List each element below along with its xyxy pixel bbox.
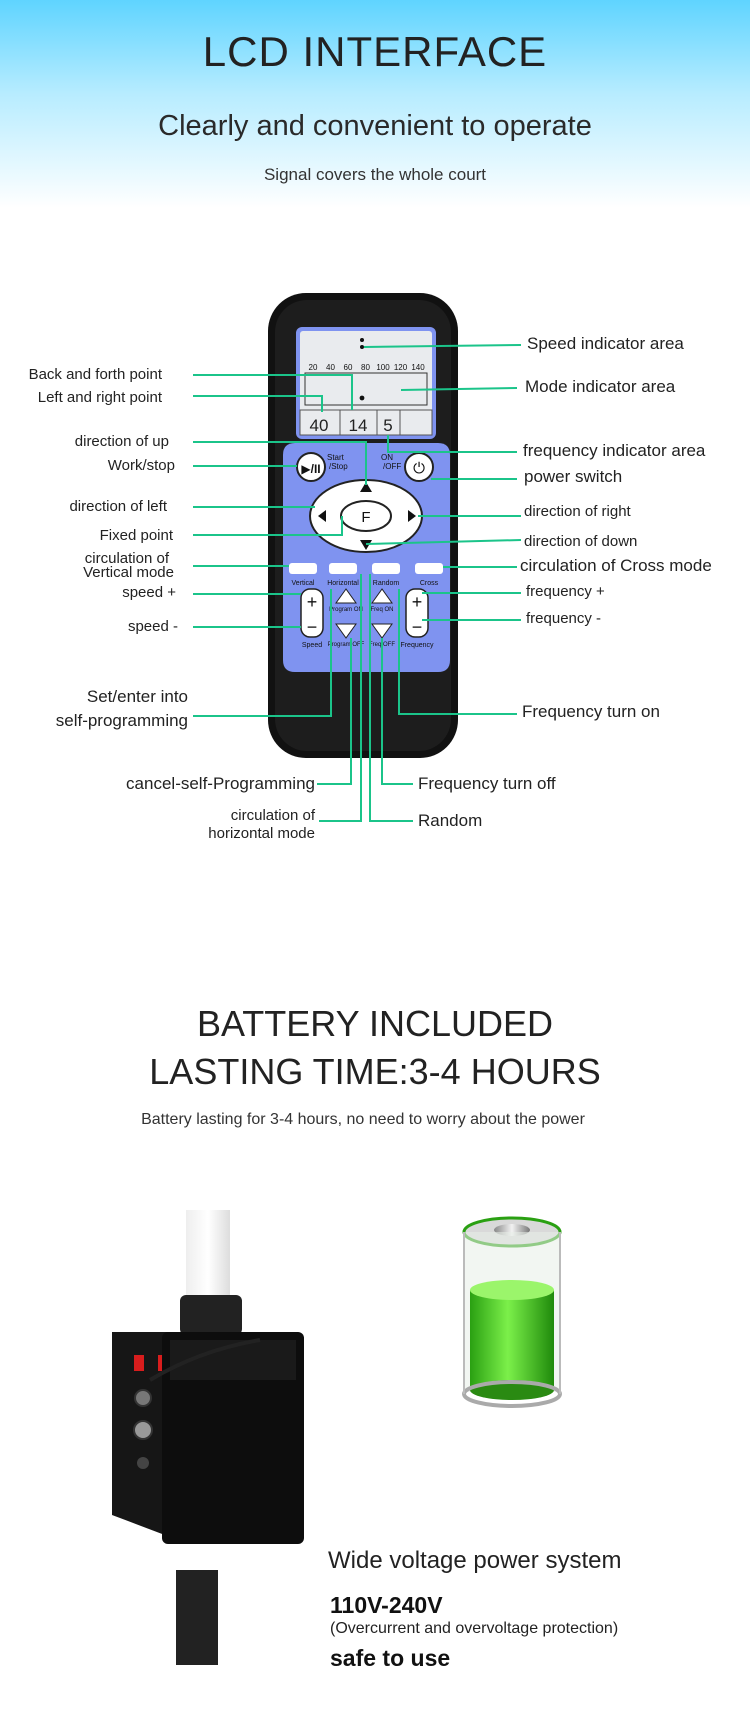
horizontal-mode-button[interactable]: [329, 563, 357, 574]
label-power-switch: power switch: [524, 467, 623, 486]
voltage-system-title: Wide voltage power system: [328, 1547, 622, 1574]
svg-text:/OFF: /OFF: [383, 462, 401, 471]
frequency-plus-button[interactable]: +: [412, 592, 423, 612]
cross-mode-button[interactable]: [415, 563, 443, 574]
lcd-scale-tick: 40: [326, 363, 335, 372]
label-speed-indicator-area: Speed indicator area: [527, 334, 684, 353]
freq-on-button[interactable]: [371, 588, 393, 604]
label-direction-left: direction of left: [69, 498, 167, 515]
power-socket-icon: [134, 1389, 152, 1407]
lcd-section-title: LCD INTERFACE: [202, 28, 548, 75]
lcd-scale-tick: 140: [411, 363, 425, 372]
battery-pack: [162, 1332, 304, 1544]
battery-charge-level-icon: [470, 1290, 554, 1390]
arrow-down-icon[interactable]: [360, 540, 372, 550]
svg-text:Speed: Speed: [302, 642, 322, 649]
label-frequency-indicator-area: frequency indicator area: [523, 441, 706, 460]
safe-to-use: safe to use: [330, 1645, 451, 1671]
lcd-scale-tick: 20: [309, 363, 318, 372]
label-frequency-plus: frequency +: [526, 583, 605, 600]
label-set-enter-1: Set/enter into: [86, 687, 188, 706]
frequency-minus-button[interactable]: −: [412, 617, 423, 637]
vertical-mode-button[interactable]: [289, 563, 317, 574]
speed-plus-button[interactable]: +: [307, 592, 318, 612]
program-off-button[interactable]: [335, 623, 357, 639]
frequency-stepper[interactable]: [405, 588, 429, 638]
label-cancel-self-programming: cancel-self-Programming: [126, 774, 315, 793]
label-direction-down: direction of down: [524, 533, 638, 550]
random-mode-button[interactable]: [372, 563, 400, 574]
pole-clamp: [180, 1295, 242, 1335]
battery-title-line2: LASTING TIME:3-4 HOURS: [149, 1051, 601, 1092]
arrow-right-icon[interactable]: [408, 510, 416, 522]
label-frequency-turn-off: Frequency turn off: [418, 774, 556, 793]
label-back-forth-point: Back and forth point: [28, 366, 162, 383]
voltage-range: 110V-240V: [330, 1592, 443, 1618]
svg-text:Vertical: Vertical: [292, 580, 315, 587]
lcd-scale-tick: 60: [344, 363, 353, 372]
battery-title-line1: BATTERY INCLUDED: [196, 1003, 554, 1044]
label-circulation-horizontal-2: horizontal mode: [208, 825, 315, 842]
svg-text:Random: Random: [373, 580, 400, 587]
label-direction-right: direction of right: [524, 503, 631, 520]
svg-text:▶/II: ▶/II: [301, 462, 320, 476]
label-speed-minus: speed -: [127, 618, 178, 635]
battery-caption: Battery lasting for 3-4 hours, no need t…: [141, 1111, 585, 1128]
svg-text:Frequency: Frequency: [400, 642, 434, 649]
svg-text:/Stop: /Stop: [329, 462, 348, 471]
label-set-enter-2: self-programming: [55, 711, 188, 730]
lcd-section-subtitle: Clearly and convenient to operate: [158, 110, 592, 142]
red-switch-icon: [134, 1355, 144, 1371]
label-circulation-vertical-1: circulation of: [84, 550, 169, 567]
lcd-scale-tick: 80: [361, 363, 370, 372]
protection-note: (Overcurrent and overvoltage protection): [330, 1620, 619, 1637]
label-mode-indicator-area: Mode indicator area: [525, 377, 676, 396]
label-left-right-point: Left and right point: [37, 389, 162, 406]
svg-text:Cross: Cross: [420, 580, 439, 587]
svg-text:F: F: [361, 509, 370, 526]
lcd-speed-digits: 40: [310, 416, 329, 435]
label-frequency-turn-on: Frequency turn on: [522, 702, 660, 721]
svg-text:ON: ON: [381, 453, 393, 462]
svg-text:Program ON: Program ON: [329, 607, 363, 613]
lcd-frequency-digits: 5: [383, 416, 392, 435]
freq-off-button[interactable]: [371, 623, 393, 639]
stand-pole-lower: [176, 1570, 218, 1665]
arrow-left-icon[interactable]: [318, 510, 326, 522]
label-circulation-vertical-2: Vertical mode: [83, 564, 174, 581]
svg-text:Horizontal: Horizontal: [327, 580, 359, 587]
svg-text:Freq ON: Freq ON: [370, 607, 393, 613]
label-circulation-horizontal-1: circulation of: [230, 807, 315, 824]
speed-stepper[interactable]: [300, 588, 324, 638]
lcd-screen: [300, 331, 432, 435]
arrow-up-icon[interactable]: [360, 482, 372, 492]
lcd-mode-digits: 14: [349, 416, 368, 435]
label-speed-plus: speed +: [122, 584, 176, 601]
label-frequency-minus: frequency -: [526, 610, 602, 627]
lcd-scale-tick: 120: [394, 363, 408, 372]
label-direction-up: direction of up: [74, 433, 169, 450]
lcd-section-caption: Signal covers the whole court: [263, 165, 487, 184]
svg-text:Start: Start: [327, 453, 345, 462]
label-random: Random: [418, 811, 483, 830]
power-icon: ⏻: [413, 460, 425, 477]
label-circulation-cross: circulation of Cross mode: [520, 556, 712, 575]
lcd-scale-tick: 100: [376, 363, 390, 372]
label-fixed-point: Fixed point: [99, 527, 173, 544]
svg-text:Program OFF: Program OFF: [328, 642, 365, 648]
program-on-button[interactable]: [335, 588, 357, 604]
speed-minus-button[interactable]: −: [307, 617, 318, 637]
label-work-stop: Work/stop: [107, 457, 175, 474]
battery-product-illustration: [112, 1210, 562, 1665]
